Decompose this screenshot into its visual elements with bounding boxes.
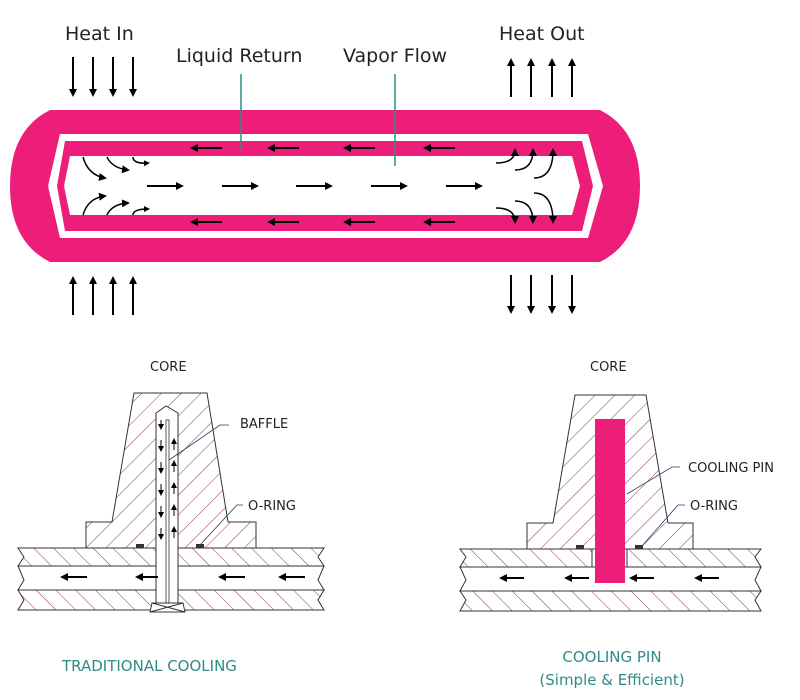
evaporator-arrows: [82, 156, 150, 216]
traditional-cooling-diagram: [17, 392, 325, 613]
o-ring-right: [196, 544, 204, 548]
liquid-return-label: Liquid Return: [176, 45, 302, 67]
cooling-pin-caption-line2: (Simple & Efficient): [539, 671, 684, 689]
traditional-cooling-caption: TRADITIONAL COOLING: [61, 657, 237, 675]
core-label-traditional: CORE: [150, 360, 187, 375]
heat-in-arrows: [69, 57, 137, 315]
cooling-pin: [595, 419, 625, 583]
baffle-plate: [165, 419, 170, 611]
cooling-pin-label: COOLING PIN: [688, 461, 774, 476]
o-ring-left: [136, 544, 144, 548]
baffle-leader: [168, 424, 229, 461]
bore-flow-arrows: [158, 420, 177, 540]
o-ring-right-pin: [635, 545, 643, 549]
cooling-pin-diagram: [459, 394, 762, 612]
mold-plate-bottom-pin: [459, 590, 762, 612]
condenser-arrows: [495, 148, 557, 224]
plug: [149, 602, 186, 613]
baffle-label: BAFFLE: [240, 417, 288, 432]
liquid-return-arrows: [190, 144, 455, 226]
o-ring-left-pin: [576, 545, 584, 549]
vapor-flow-label: Vapor Flow: [343, 45, 447, 67]
heat-in-label: Heat In: [65, 23, 134, 45]
heat-out-arrows: [507, 58, 576, 314]
o-ring-leader-pin: [641, 504, 685, 547]
heat-out-label: Heat Out: [499, 23, 585, 45]
o-ring-label-traditional: O-RING: [248, 499, 296, 514]
core-label-pin: CORE: [590, 360, 627, 375]
o-ring-label-pin: O-RING: [690, 499, 738, 514]
o-ring-leader-traditional: [199, 504, 243, 546]
cooling-pin-caption-line1: COOLING PIN: [562, 648, 661, 666]
cooling-pin-leader: [626, 466, 680, 495]
